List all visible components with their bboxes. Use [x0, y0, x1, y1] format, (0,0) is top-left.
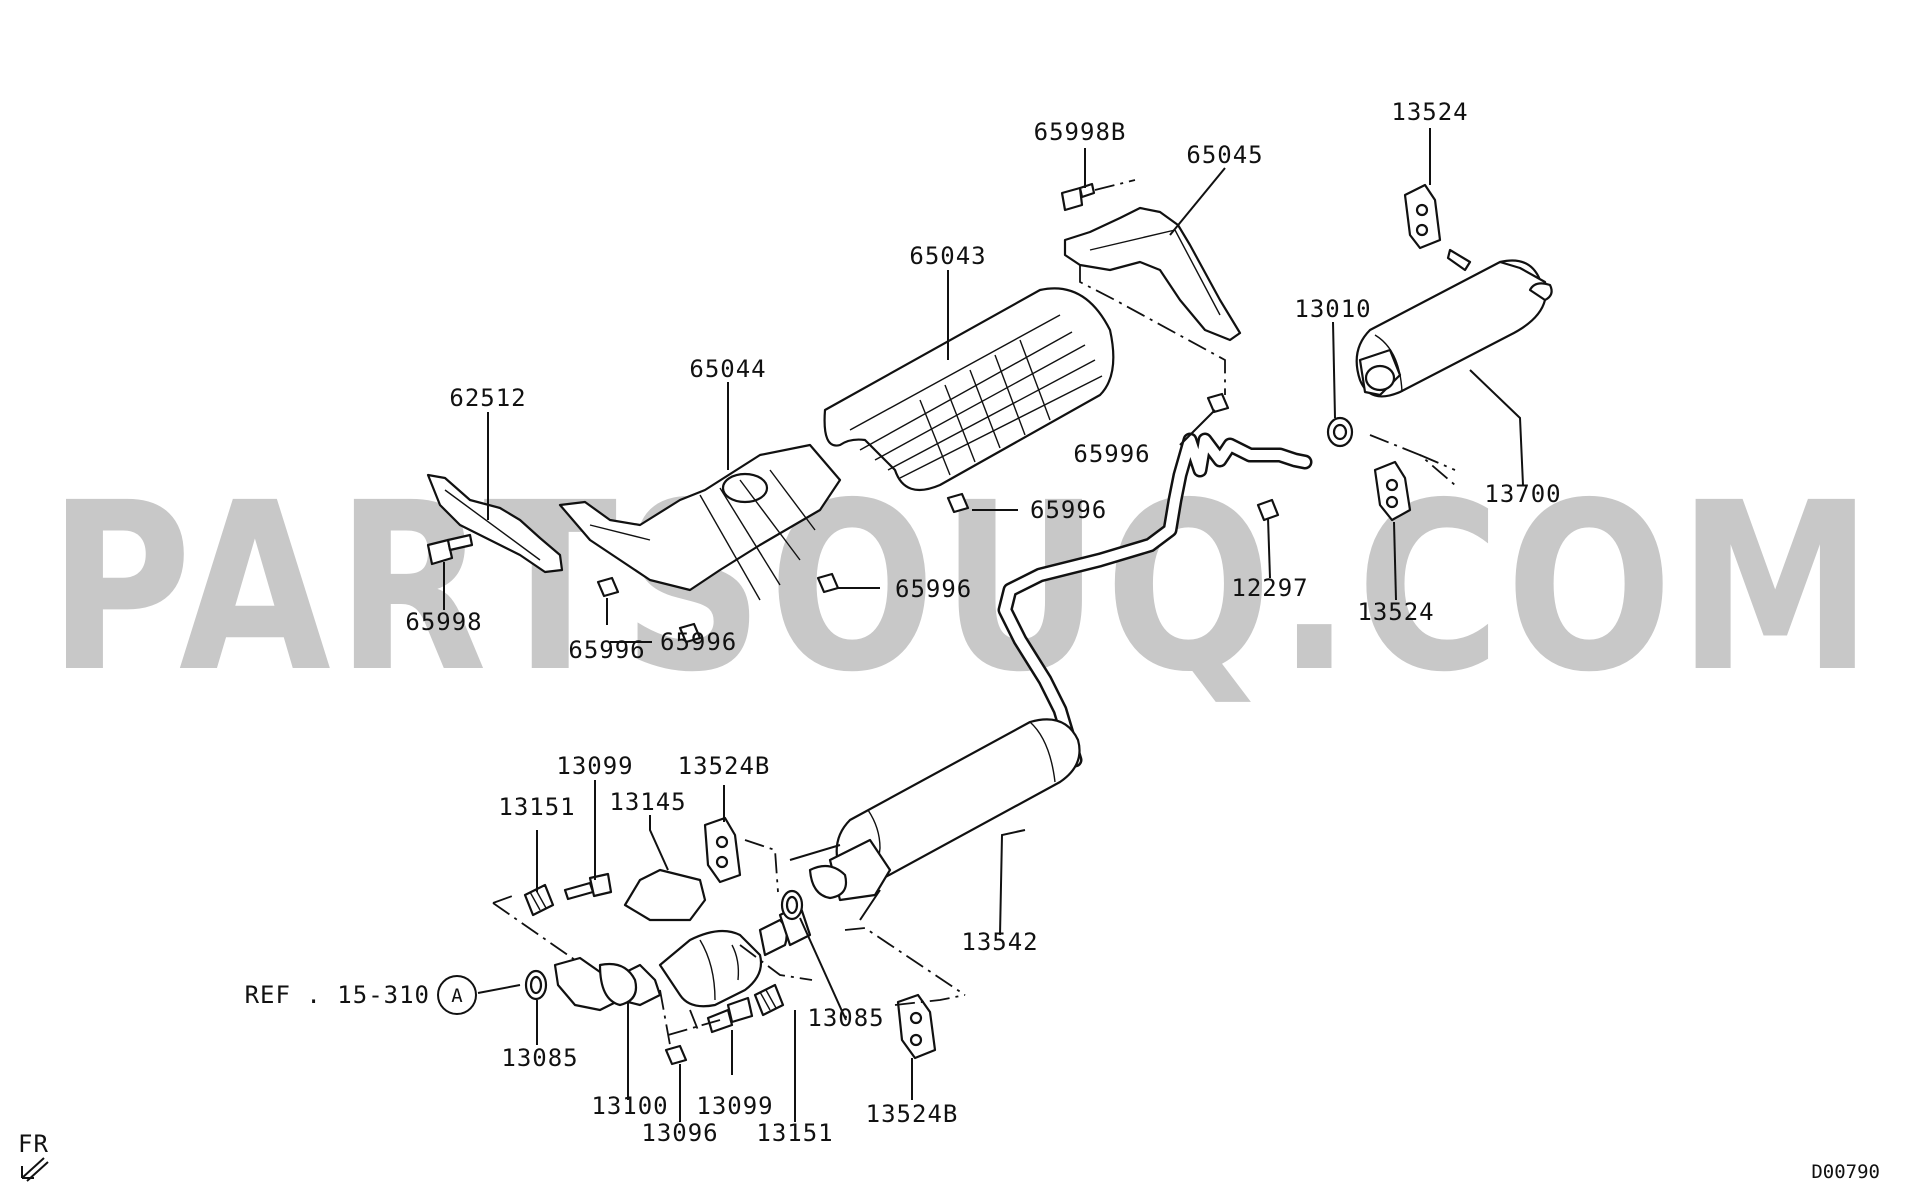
- hanger-13524-top: [1403, 183, 1442, 250]
- nut-12297: [1256, 498, 1280, 522]
- callout-65996-d: 65996: [660, 628, 737, 656]
- callout-13145: 13145: [609, 788, 686, 816]
- callout-65996-b: 65996: [1030, 496, 1107, 524]
- callout-62512: 62512: [449, 384, 526, 412]
- heat-shield-front: [558, 443, 842, 601]
- callout-65043: 65043: [909, 242, 986, 270]
- center-muffler: [789, 718, 1081, 921]
- gasket-13085-right: [780, 889, 804, 921]
- reference-letter: A: [451, 985, 463, 1007]
- callout-13099-bot: 13099: [696, 1092, 773, 1120]
- callout-12297: 12297: [1231, 574, 1308, 602]
- hanger-13524B-bot: [896, 993, 937, 1060]
- assembly-lines: [492, 179, 1456, 1046]
- nut-65996-d: [596, 576, 620, 598]
- callout-13524-top: 13524: [1391, 98, 1468, 126]
- spring-13151-top: [523, 883, 555, 917]
- callout-65998B: 65998B: [1034, 118, 1127, 146]
- hanger-13524B-top: [703, 816, 742, 884]
- callout-13700: 13700: [1484, 480, 1561, 508]
- diagram-code: D00790: [1811, 1161, 1880, 1183]
- hanger-13524-mid: [1373, 460, 1412, 522]
- front-arrow-icon: [21, 1157, 49, 1182]
- callout-13085-left: 13085: [501, 1044, 578, 1072]
- callout-13151-bot: 13151: [756, 1119, 833, 1147]
- callout-13542: 13542: [961, 928, 1038, 956]
- reference-text: REF . 15-310: [245, 981, 430, 1009]
- bolt-13099-bot: [706, 996, 754, 1034]
- bracket-62512: [426, 473, 564, 574]
- leader-lines: [443, 128, 1524, 1122]
- callout-65045: 65045: [1186, 141, 1263, 169]
- bolt-65998: [426, 533, 474, 566]
- nut-65996-b: [946, 492, 970, 514]
- callout-13151-top: 13151: [498, 793, 575, 821]
- reference-circle: [437, 975, 477, 1015]
- nut-65996-a: [1206, 392, 1230, 414]
- gasket-13085-left: [524, 969, 548, 1001]
- rear-muffler: [1355, 248, 1553, 398]
- nut-13096: [664, 1044, 688, 1066]
- callout-13099-top: 13099: [556, 752, 633, 780]
- callout-13100: 13100: [591, 1092, 668, 1120]
- callout-65996-c: 65996: [895, 575, 972, 603]
- callout-65044: 65044: [689, 355, 766, 383]
- nut-65996-e: [678, 622, 702, 644]
- callout-13096: 13096: [641, 1119, 718, 1147]
- heat-shield-rear: [1063, 206, 1242, 342]
- bolt-13099-top: [563, 872, 613, 901]
- callout-65998: 65998: [405, 608, 482, 636]
- callout-13085-right: 13085: [807, 1004, 884, 1032]
- front-label: FR: [18, 1130, 49, 1158]
- callout-65996-e: 65996: [568, 636, 645, 664]
- callout-65996-a: 65996: [1073, 440, 1150, 468]
- heat-shield-center: [823, 287, 1115, 492]
- callout-13524-mid: 13524: [1357, 598, 1434, 626]
- exhaust-pipe: [997, 432, 1313, 768]
- front-direction-indicator: FR: [18, 1130, 49, 1182]
- bolt-65998B: [1060, 182, 1096, 212]
- gasket-13010: [1326, 416, 1354, 448]
- spring-13151-bot: [753, 983, 785, 1017]
- callout-13524B-bot: 13524B: [866, 1100, 959, 1128]
- callout-labels: 13524 65998B 65045 65043 13010 65044 625…: [405, 98, 1561, 1147]
- callout-13010: 13010: [1294, 295, 1371, 323]
- callout-13524B-top: 13524B: [678, 752, 771, 780]
